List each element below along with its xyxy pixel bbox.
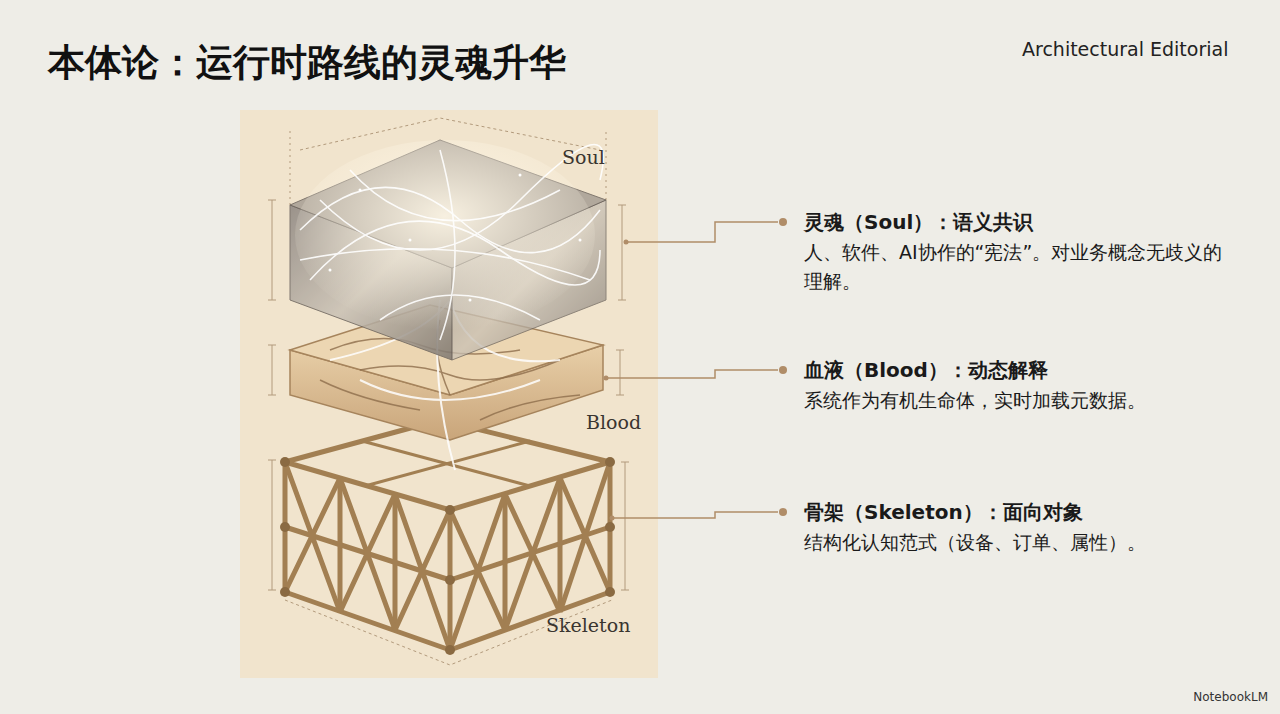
slide-title: 本体论：运行时路线的灵魂升华 (48, 38, 566, 88)
callout-heading: 血液（Blood）：动态解释 (804, 357, 1048, 384)
callout-body: 结构化认知范式（设备、订单、属性）。 (804, 528, 1244, 557)
layer-label: Soul (562, 146, 605, 168)
leader-dots (604, 218, 788, 521)
callout-body: 人、软件、AI协作的“宪法”。对业务概念无歧义的理解。 (804, 238, 1224, 296)
soul-box (290, 140, 606, 360)
parchment (240, 110, 658, 678)
header-tag: Architectural Editorial (1022, 38, 1228, 60)
leader-lines (606, 222, 778, 518)
layer-label: Blood (586, 411, 641, 433)
callout-heading: 骨架（Skeleton）：面向对象 (804, 499, 1083, 526)
callout-heading: 灵魂（Soul）：语义共识 (804, 209, 1033, 236)
layer-label: Skeleton (546, 614, 630, 636)
watermark: NotebookLM (1193, 690, 1268, 704)
callout-body: 系统作为有机生命体，实时加载元数据。 (804, 386, 1244, 415)
dimension-lines (268, 118, 629, 665)
